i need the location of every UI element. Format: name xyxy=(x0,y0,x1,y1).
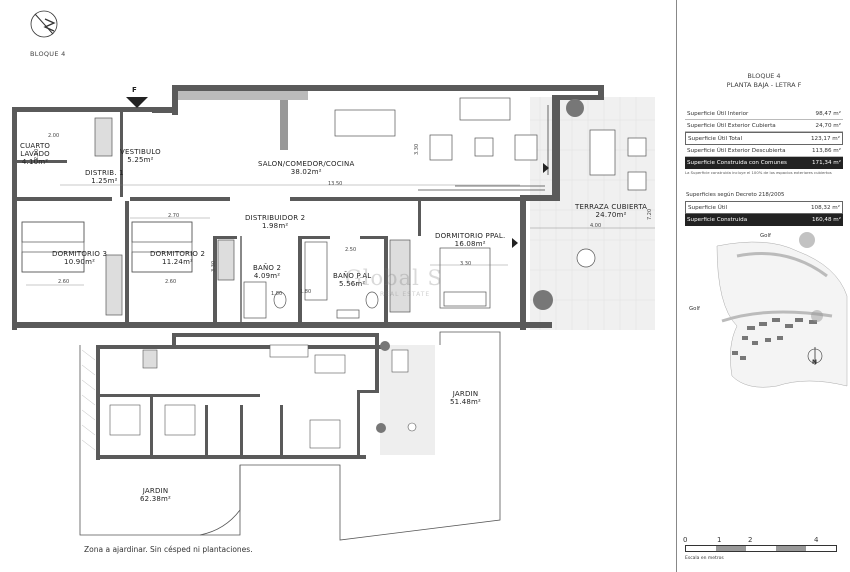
scale-number: 0 xyxy=(683,536,688,544)
watermark: Global S xyxy=(345,266,443,290)
room-label-vestibule: VESTIBULO 5.25m² xyxy=(120,148,161,165)
room-label-laundry: CUARTO LAVADO 4.10m² xyxy=(20,142,51,167)
garden-outline xyxy=(79,331,501,541)
dimension-label: 3.30 xyxy=(414,143,420,155)
map-label-golf: Golf xyxy=(689,306,700,312)
scale-bar xyxy=(685,545,837,552)
dimension-label: 2.50 xyxy=(345,247,357,253)
scale-number: 1 xyxy=(717,536,722,544)
panel-subtitle: PLANTA BAJA - LETRA F xyxy=(726,80,802,89)
dimension-label: 2.70 xyxy=(168,213,180,219)
panel-header: BLOQUE 4 PLANTA BAJA - LETRA F xyxy=(677,72,850,90)
room-label-distrib-2: DISTRIBUIDOR 2 1.98m² xyxy=(245,214,306,231)
dimension-label: 3.30 xyxy=(460,261,472,267)
map-label-golf: Golf xyxy=(760,233,771,239)
dimension-label: 2.60 xyxy=(58,279,70,285)
scale-number: 4 xyxy=(814,536,819,544)
room-label-distrib-1: DISTRIB. 1 1.25m² xyxy=(85,169,124,186)
dimension-label: 4.00 xyxy=(590,223,602,229)
plant-icon xyxy=(566,99,584,117)
floor-plan-drawing xyxy=(12,10,655,541)
watermark-sub: REAL ESTATE xyxy=(380,291,431,298)
scale-caption: Escala en metros xyxy=(685,556,724,561)
decree-title: Superficies según Decreto 218/2005 xyxy=(686,192,785,198)
room-label-living: SALON/COMEDOR/COCINA 38.02m² xyxy=(258,160,355,177)
dimension-label: 13.50 xyxy=(328,181,343,187)
info-panel: BLOQUE 4 PLANTA BAJA - LETRA F Superfici… xyxy=(676,0,850,572)
room-label-main-bedroom: DORMITORIO PPAL. 16.08m² xyxy=(435,232,506,249)
garden-zone-note: Zona a ajardinar. Sin césped ni plantaci… xyxy=(84,545,253,554)
room-label-main-bathroom: BAÑO P.AL 5.56m² xyxy=(333,272,372,289)
entry-arrow-icon xyxy=(126,97,148,108)
room-label-bathroom-2: BAÑO 2 4.09m² xyxy=(253,264,282,281)
room-label-bedroom-2: DORMITORIO 2 11.24m² xyxy=(150,250,206,267)
map-north-icon xyxy=(807,347,823,365)
walls xyxy=(12,85,604,330)
surface-note: La Superficie construida incluye el 100%… xyxy=(685,170,832,175)
scale-number: 2 xyxy=(748,536,753,544)
block-label: BLOQUE 4 xyxy=(30,50,66,58)
north-arrow-icon xyxy=(30,10,58,38)
dimension-label: 7.20 xyxy=(647,208,653,220)
dimension-label: 1.80 xyxy=(300,289,312,295)
room-label-garden-right: JARDIN 51.48m² xyxy=(450,390,482,407)
map-north-label: N xyxy=(812,359,818,366)
dimension-label: 3.30 xyxy=(211,260,217,272)
room-label-terrace: TERRAZA CUBIERTA 24.70m² xyxy=(575,203,648,220)
room-label-bedroom-3: DORMITORIO 3 10.90m² xyxy=(52,250,108,267)
dimension-label: 1.80 xyxy=(271,291,283,297)
plant-icon xyxy=(533,290,553,310)
entry-marker-label: F xyxy=(132,86,137,94)
panel-title: BLOQUE 4 xyxy=(747,72,781,80)
site-map xyxy=(716,232,848,388)
dimension-label: 2.60 xyxy=(165,279,177,285)
dimension-label: 2.10 xyxy=(34,148,40,160)
dimension-label: 2.00 xyxy=(48,133,60,139)
room-label-garden-left: JARDIN 62.38m² xyxy=(140,487,172,504)
